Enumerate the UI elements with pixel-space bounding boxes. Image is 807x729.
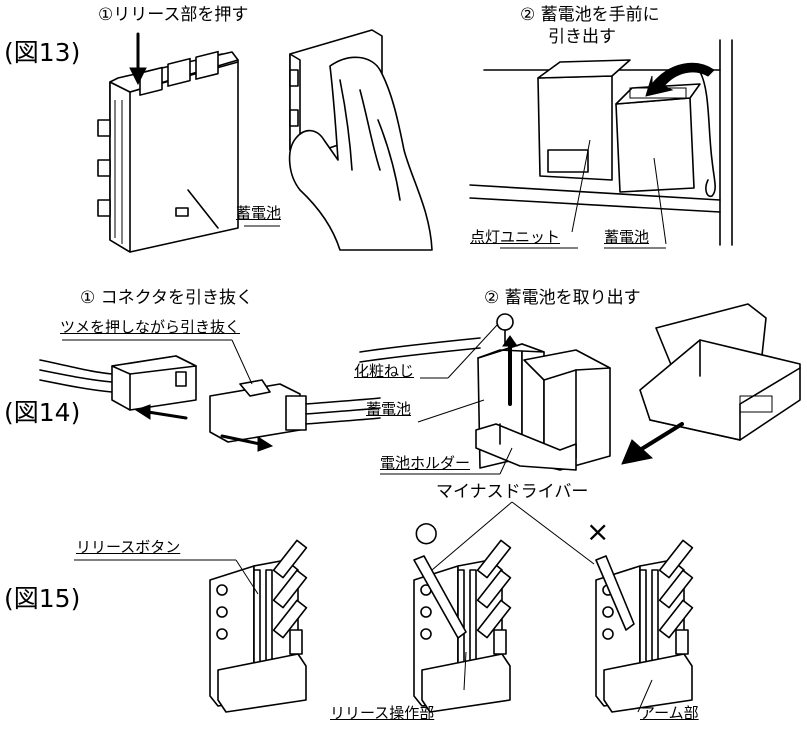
connector-pull-arrows — [134, 404, 274, 452]
hand-holding-battery-drawing — [288, 29, 433, 251]
wrong-mark: × — [586, 515, 610, 548]
push-arrow — [129, 32, 147, 86]
fig14-battery-label: 蓄電池 — [366, 400, 412, 418]
terminal-block-2 — [413, 539, 512, 713]
fig13-step2-line2: 引き出す — [548, 27, 616, 47]
fig15-screwdriver-label: マイナスドライバー — [436, 482, 589, 502]
fig14-label: (図14) — [4, 398, 81, 427]
fixture-interior-drawing — [469, 39, 733, 246]
fig15-label: (図15) — [4, 584, 81, 613]
fig13-step2-line1: ② 蓄電池を手前に — [520, 5, 660, 25]
fig13-leader-lines — [244, 139, 667, 249]
fig14-step1-text: ① コネクタを引き抜く — [80, 288, 253, 308]
fig14-note-leader — [62, 339, 253, 385]
battery-holder-drawing — [359, 313, 611, 471]
fixture-cover-drawing — [639, 303, 801, 441]
cover-arrow — [621, 422, 684, 465]
fig15-arm-label: アーム部 — [640, 704, 699, 722]
fig14-step1-note: ツメを押しながら引き抜く — [60, 318, 241, 336]
fig15-leader-lines — [74, 501, 653, 713]
correct-mark: ○ — [414, 515, 439, 548]
fig13-battery-label-right: 蓄電池 — [604, 228, 650, 246]
pull-out-arrow — [645, 62, 715, 97]
connector-drawing — [39, 355, 381, 443]
fig15-release-button-label: リリースボタン — [76, 538, 181, 556]
fig15-release-operation-label: リリース操作部 — [330, 704, 435, 722]
fig13-lighting-unit-label: 点灯ユニット — [470, 228, 561, 246]
battery-unit-drawing — [97, 50, 239, 253]
fig13-label: (図13) — [4, 38, 81, 67]
fig13-step1-text: ①リリース部を押す — [98, 5, 249, 25]
fig14-leader-lines — [380, 323, 513, 475]
fig14-holder-label: 電池ホルダー — [380, 454, 471, 472]
fig14-screw-label: 化粧ねじ — [354, 362, 415, 380]
fig13-battery-label-left: 蓄電池 — [236, 204, 282, 222]
terminal-block-3 — [595, 539, 694, 713]
terminal-block-1 — [209, 539, 308, 713]
fig14-step2-text: ② 蓄電池を取り出す — [484, 288, 641, 308]
